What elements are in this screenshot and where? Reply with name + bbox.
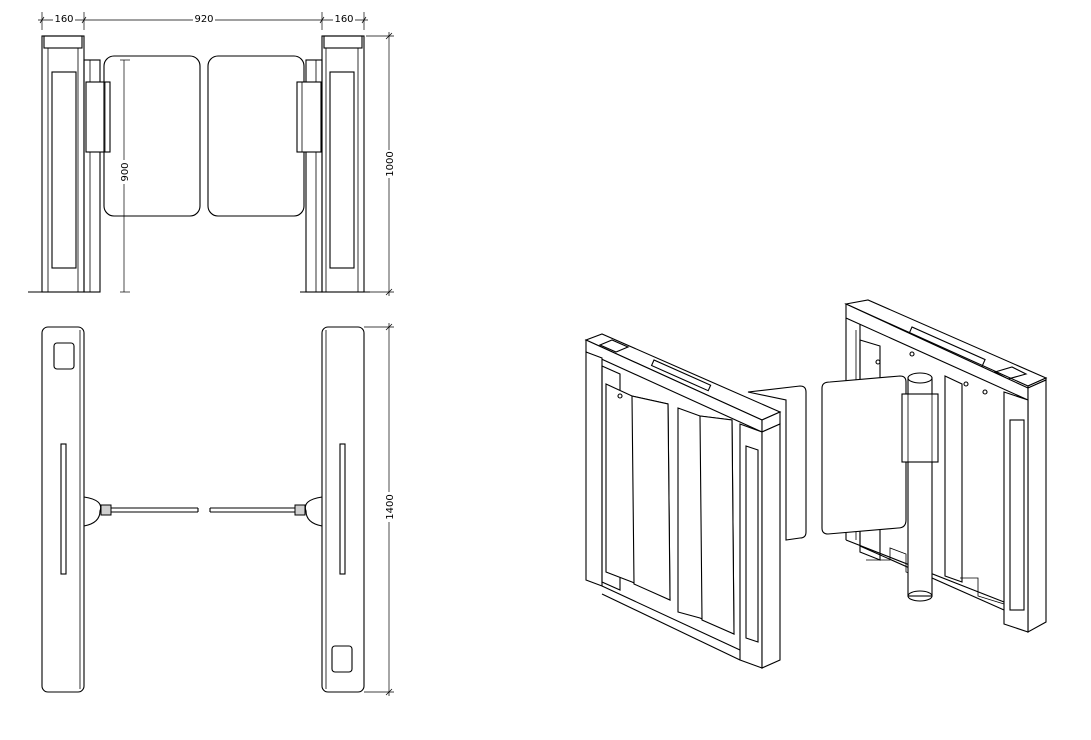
right-cabinet-plan bbox=[294, 326, 365, 693]
left-cabinet-front bbox=[41, 35, 85, 293]
total-height-dimension: 1000 bbox=[366, 32, 396, 296]
dim-gap-width-label: 920 bbox=[194, 14, 213, 25]
right-cabinet-isometric bbox=[844, 299, 1048, 633]
left-flap-front bbox=[103, 55, 201, 217]
dim-flap-height-label: 900 bbox=[120, 162, 131, 181]
right-flap-front bbox=[207, 55, 305, 217]
flap-height-dimension: 900 bbox=[117, 59, 131, 293]
left-cabinet-plan bbox=[41, 326, 112, 693]
right-gate-post bbox=[296, 59, 323, 293]
right-cabinet-front bbox=[321, 35, 365, 293]
dim-left-width-label: 160 bbox=[54, 14, 73, 25]
isometric-view bbox=[584, 299, 1048, 669]
front-elevation-view: 160 920 160 900 1000 bbox=[28, 12, 396, 296]
dim-right-width-label: 160 bbox=[334, 14, 353, 25]
top-plan-view: 1400 bbox=[41, 323, 396, 696]
flaps-plan bbox=[111, 507, 297, 513]
dim-length-label: 1400 bbox=[385, 494, 396, 519]
right-flap-isometric bbox=[821, 372, 939, 602]
top-width-dimensions: 160 920 160 bbox=[38, 12, 368, 30]
length-dimension: 1400 bbox=[364, 323, 396, 696]
left-flap-isometric bbox=[747, 385, 807, 541]
dim-total-height-label: 1000 bbox=[385, 151, 396, 176]
left-cabinet-isometric bbox=[584, 333, 782, 669]
left-gate-post bbox=[83, 59, 111, 293]
